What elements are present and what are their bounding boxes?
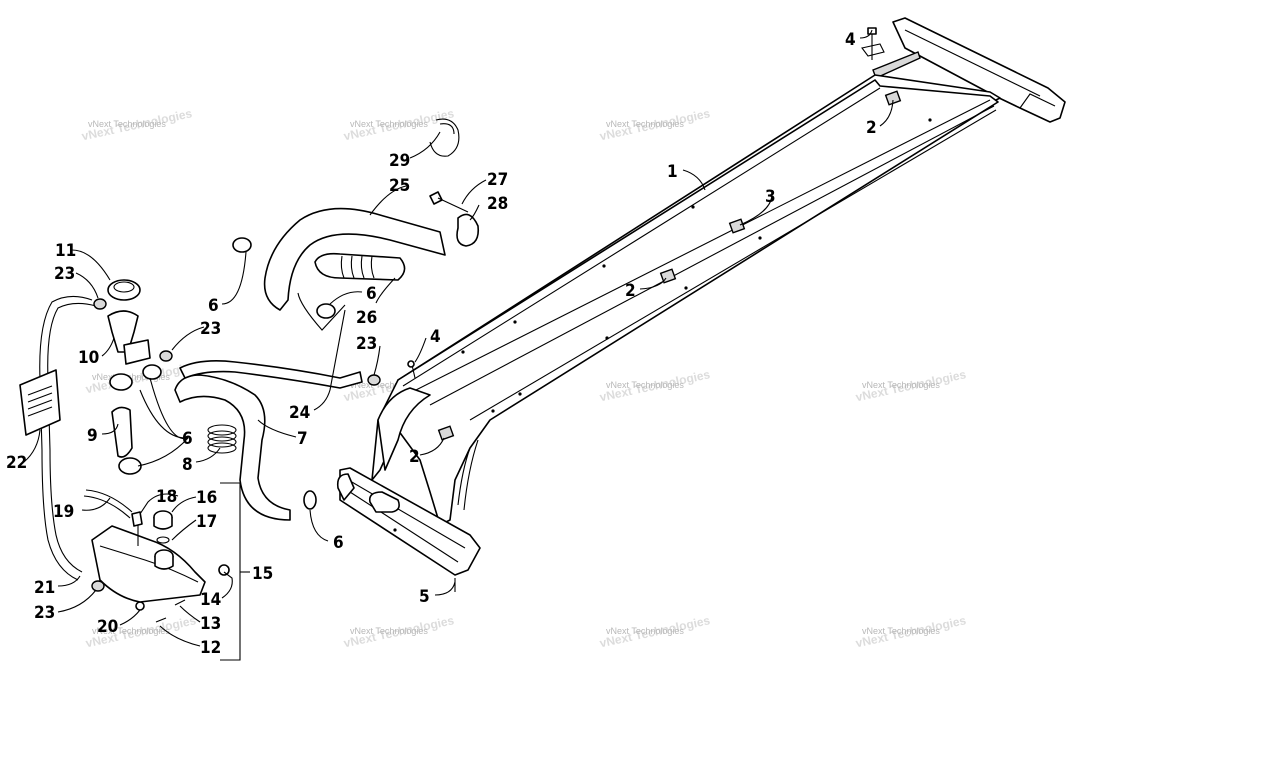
callout-2: 2 <box>409 447 420 467</box>
callout-24: 24 <box>289 403 310 423</box>
spring <box>207 424 237 454</box>
callout-11: 11 <box>55 241 76 261</box>
callout-25: 25 <box>389 176 410 196</box>
callout-23: 23 <box>34 603 55 623</box>
callout-13: 13 <box>200 614 221 634</box>
watermark-text: vNext Technologies <box>606 119 684 129</box>
callout-3: 3 <box>765 187 776 207</box>
frame-rivets <box>393 118 932 532</box>
callout-23: 23 <box>356 334 377 354</box>
callout-7: 7 <box>297 429 308 449</box>
callout-5: 5 <box>419 587 430 607</box>
watermark-text: vNext Technologies <box>606 626 684 636</box>
watermark-text: vNext Technologies <box>92 626 170 636</box>
callout-22: 22 <box>6 453 27 473</box>
callout-27: 27 <box>487 170 508 190</box>
callout-29: 29 <box>389 151 410 171</box>
callout-2: 2 <box>866 118 877 138</box>
callout-9: 9 <box>87 426 98 446</box>
callout-14: 14 <box>200 590 221 610</box>
callout-28: 28 <box>487 194 508 214</box>
callout-6: 6 <box>333 533 344 553</box>
callout-19: 19 <box>53 502 74 522</box>
leader-lines <box>23 29 894 647</box>
watermark-text: vNext Technologies <box>88 119 166 129</box>
coolant-reservoir <box>91 510 206 603</box>
callout-4: 4 <box>845 30 856 50</box>
callout-23: 23 <box>54 264 75 284</box>
watermark-text: vNext Technologies <box>350 380 428 390</box>
callout-6: 6 <box>182 429 193 449</box>
clamps-and-fittings <box>91 118 480 623</box>
callout-12: 12 <box>200 638 221 658</box>
callout-21: 21 <box>34 578 55 598</box>
watermark-text: vNext Technologies <box>92 372 170 382</box>
callout-6: 6 <box>366 284 377 304</box>
callout-20: 20 <box>97 617 118 637</box>
callout-1: 1 <box>667 162 678 182</box>
callout-18: 18 <box>156 487 177 507</box>
callout-26: 26 <box>356 308 377 328</box>
callout-8: 8 <box>182 455 193 475</box>
tunnel-frame <box>336 17 1066 592</box>
callout-labels: 1 2 2 2 3 4 4 5 6 6 6 6 7 8 9 10 11 12 1… <box>6 30 877 658</box>
callout-15: 15 <box>252 564 273 584</box>
hoses <box>19 207 446 581</box>
callout-17: 17 <box>196 512 217 532</box>
watermark-text: vNext Technologies <box>862 380 940 390</box>
callout-6: 6 <box>208 296 219 316</box>
callout-23: 23 <box>200 319 221 339</box>
watermark-text: vNext Technologies <box>350 626 428 636</box>
callout-2: 2 <box>625 281 636 301</box>
watermark-text: vNext Technologies <box>350 119 428 129</box>
callout-10: 10 <box>78 348 99 368</box>
watermark-text: vNext Technologies <box>862 626 940 636</box>
callout-4: 4 <box>430 327 441 347</box>
watermark-text: vNext Technologies <box>606 380 684 390</box>
callout-16: 16 <box>196 488 217 508</box>
